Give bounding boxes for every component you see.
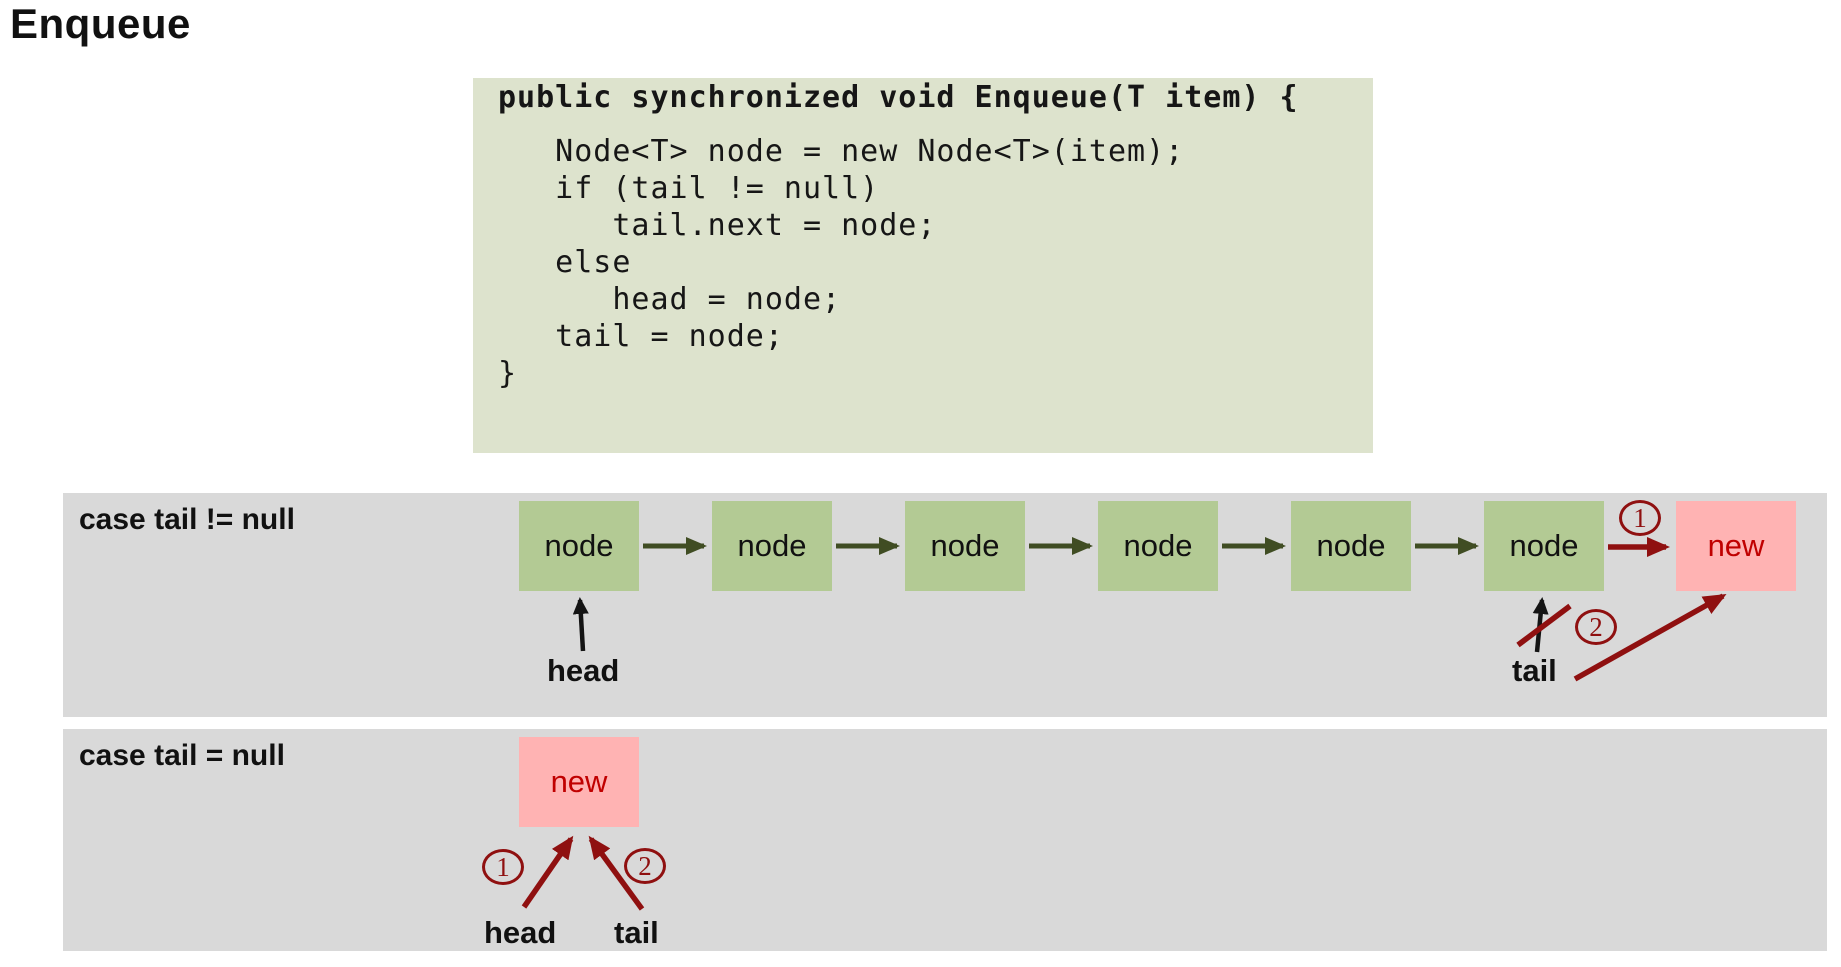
step-1-badge: 1 [482, 849, 524, 885]
panel-label: case tail != null [79, 503, 295, 536]
page-title: Enqueue [10, 0, 191, 47]
step-2-badge: 2 [1575, 609, 1617, 645]
node-box: node [1291, 501, 1411, 591]
head-label: head [484, 915, 557, 950]
new-node-box: new [519, 737, 639, 827]
code-line: else [498, 245, 632, 280]
node-box: node [1098, 501, 1218, 591]
code-line: if (tail != null) [498, 171, 880, 206]
code-line: tail.next = node; [498, 208, 937, 243]
code-line: public synchronized void Enqueue(T item)… [498, 80, 1299, 115]
new-node-box: new [1676, 501, 1796, 591]
tail-label: tail [1512, 653, 1557, 688]
panel-case-tail-not-null: case tail != null node node node node no… [63, 493, 1827, 717]
step-2-badge: 2 [624, 848, 666, 884]
code-line: tail = node; [498, 319, 784, 354]
node-box: node [519, 501, 639, 591]
node-box: node [712, 501, 832, 591]
code-block: public synchronized void Enqueue(T item)… [473, 78, 1373, 453]
panel-case-tail-null: case tail = null new head tail 1 2 [63, 729, 1827, 951]
node-box: node [1484, 501, 1604, 591]
step-1-badge: 1 [1619, 500, 1661, 536]
code-line: Node<T> node = new Node<T>(item); [498, 134, 1185, 169]
panel-label: case tail = null [79, 739, 285, 772]
code-line: head = node; [498, 282, 842, 317]
tail-label: tail [614, 915, 659, 950]
head-label: head [547, 653, 620, 688]
node-box: node [905, 501, 1025, 591]
code-line: } [498, 356, 518, 391]
